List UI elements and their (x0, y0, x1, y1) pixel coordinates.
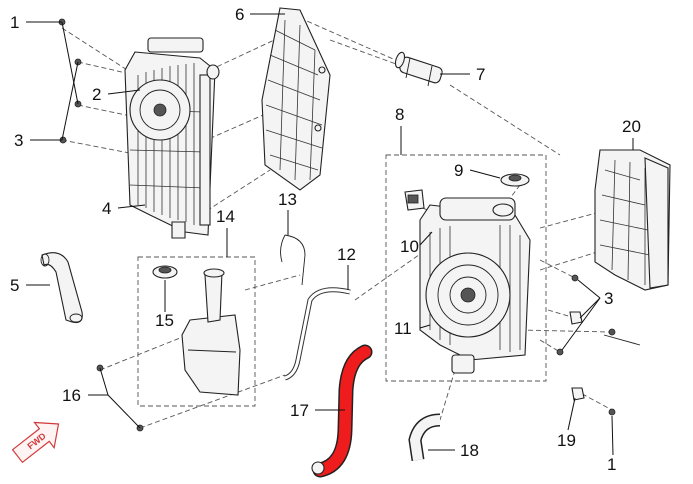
callout-7: 7 (476, 65, 485, 84)
assembly-box-8 (385, 154, 547, 382)
radiator-cap-9 (500, 173, 530, 187)
callout-11: 11 (394, 319, 412, 338)
sensor-10 (404, 189, 425, 211)
left-radiator-assembly (124, 37, 220, 239)
callout-17: 17 (290, 401, 309, 420)
callout-3-left: 3 (14, 131, 23, 150)
callouts: 1 2 3 4 5 6 7 8 9 10 11 12 13 14 15 16 1… (10, 5, 641, 474)
callout-5: 5 (10, 276, 19, 295)
callout-3-right: 3 (604, 289, 613, 308)
reservoir-tank (181, 268, 241, 396)
hose-13 (280, 234, 306, 286)
assembly-lines (61, 17, 613, 429)
assembly-box-14 (137, 256, 256, 407)
callout-13: 13 (278, 190, 297, 209)
right-radiator-grille (594, 149, 671, 291)
callout-6: 6 (235, 5, 244, 24)
callout-9: 9 (454, 161, 463, 180)
fasteners (58, 18, 641, 432)
callout-4: 4 (102, 199, 111, 218)
callout-10: 10 (400, 237, 419, 256)
callout-15: 15 (155, 311, 174, 330)
callout-16: 16 (62, 386, 81, 405)
hose-12 (284, 287, 351, 381)
callout-1-top-left: 1 (10, 13, 19, 32)
hose-5 (40, 252, 83, 324)
callout-19: 19 (557, 431, 576, 450)
callout-1-bottom-right: 1 (607, 455, 616, 474)
left-radiator-grille (261, 7, 331, 191)
leader-lines (26, 13, 634, 456)
hose-17-highlighted (311, 344, 373, 478)
callout-8: 8 (395, 105, 404, 124)
callout-12: 12 (337, 245, 356, 264)
hose-18 (408, 413, 441, 461)
callout-14: 14 (216, 207, 235, 226)
fwd-arrow-icon: FWD (11, 421, 60, 464)
reservoir-cap-15 (152, 265, 178, 279)
callout-2: 2 (92, 85, 101, 104)
callout-20: 20 (622, 117, 641, 136)
callout-18: 18 (460, 441, 479, 460)
right-radiator-assembly (419, 197, 531, 374)
connector-tube-7 (394, 51, 443, 87)
